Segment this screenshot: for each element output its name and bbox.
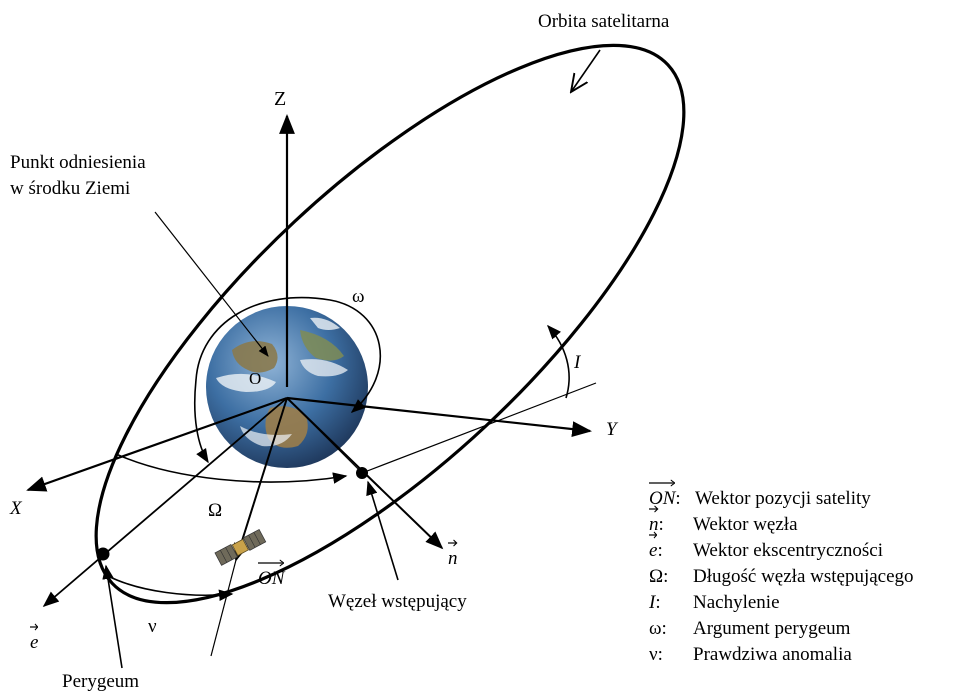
- inclination-symbol: I: [574, 352, 581, 373]
- argument-of-perigee-arc: [193, 296, 382, 464]
- legend-symbol: e:: [649, 531, 663, 562]
- ascending-node-arc: [115, 453, 348, 484]
- orbit-label: Orbita satelitarna: [538, 11, 670, 32]
- reference-label-line1: Punkt odniesienia: [10, 152, 146, 173]
- legend-description: Argument perygeum: [693, 618, 851, 639]
- legend-description: Wektor węzła: [693, 514, 798, 535]
- legend-description: Wektor pozycji satelity: [695, 488, 871, 509]
- legend: ON: Wektor pozycji satelity n: Wektor wę…: [649, 479, 969, 688]
- y-axis-label: Y: [606, 419, 617, 440]
- true-anomaly-symbol: ν: [148, 616, 157, 637]
- legend-description: Prawdziwa anomalia: [693, 644, 852, 665]
- ascending-node-label: Węzeł wstępujący: [328, 591, 467, 612]
- position-vector-leader: [210, 559, 237, 657]
- legend-symbol: Ω:: [649, 566, 669, 587]
- position-vector-label: ON: [258, 559, 285, 590]
- legend-symbol: ω:: [649, 618, 667, 639]
- perigee-point: [96, 547, 110, 561]
- ascending-node-leader: [366, 480, 399, 581]
- z-axis-label: Z: [274, 88, 287, 110]
- satellite-orbit: [94, 43, 686, 605]
- legend-symbol: I:: [649, 592, 661, 613]
- argument-of-perigee-symbol: ω: [352, 286, 365, 307]
- reference-label-line2: w środku Ziemi: [10, 178, 131, 199]
- perigee-label: Perygeum: [62, 671, 140, 692]
- true-anomaly-arc: [107, 575, 234, 601]
- perigee-leader: [102, 564, 123, 669]
- reference-leader: [154, 211, 269, 357]
- eccentricity-vector: [42, 397, 288, 608]
- legend-symbol: ON:: [649, 479, 681, 510]
- node-vector-label: n: [448, 539, 458, 570]
- inclination-arc: [547, 324, 570, 399]
- origin-label: O: [249, 369, 262, 388]
- x-axis-label: X: [10, 498, 22, 519]
- legend-description: Nachylenie: [693, 592, 780, 613]
- ascending-node-point: [356, 467, 368, 479]
- ascending-node-angle-symbol: Ω: [208, 500, 223, 521]
- eccentricity-vector-label: e: [30, 623, 39, 654]
- legend-description: Długość węzła wstępującego: [693, 566, 914, 587]
- legend-symbol: ν:: [649, 644, 663, 665]
- legend-description: Wektor ekscentryczności: [693, 540, 883, 561]
- inclination-reference-line: [361, 382, 597, 474]
- satellite-icon: [214, 528, 267, 566]
- orbit-leader: [571, 49, 601, 92]
- legend-symbol: n:: [649, 505, 664, 536]
